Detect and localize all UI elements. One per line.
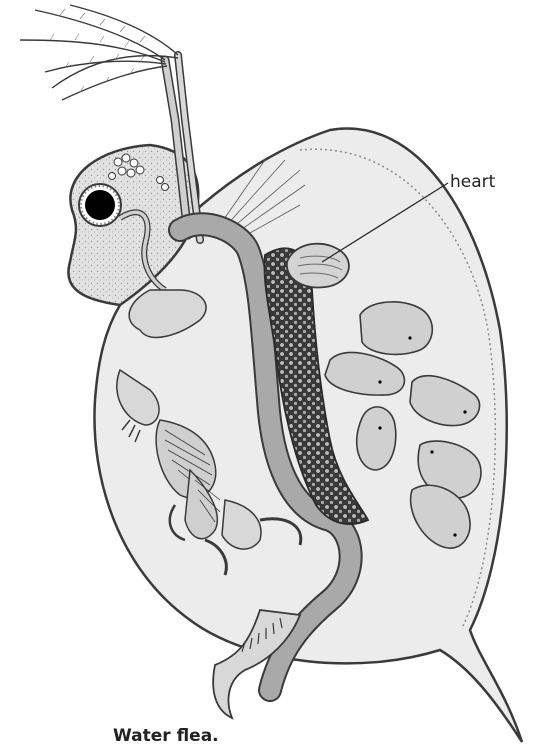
egg bbox=[360, 302, 432, 355]
heart-label: heart bbox=[450, 172, 495, 192]
compound-eye bbox=[79, 184, 121, 226]
figure-caption: Water flea. bbox=[113, 726, 219, 746]
egg bbox=[357, 407, 396, 470]
